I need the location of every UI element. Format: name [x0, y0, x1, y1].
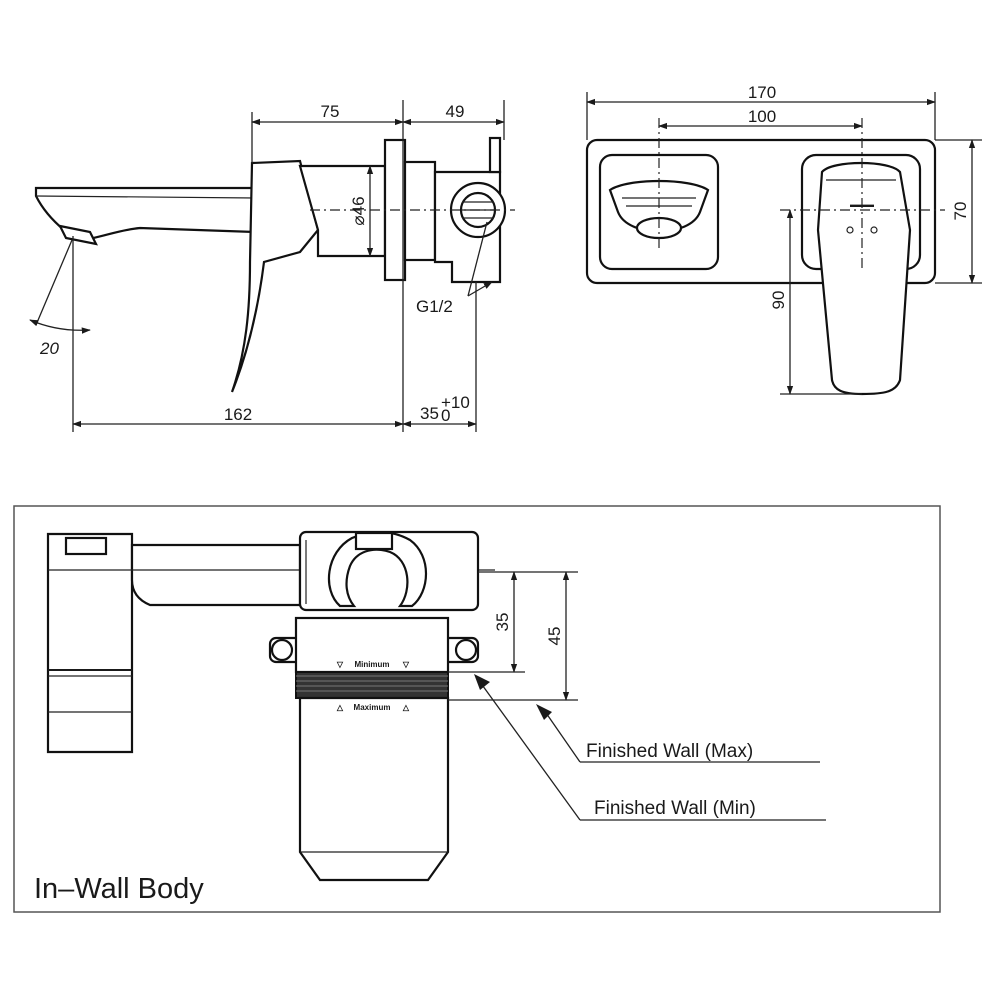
plaster-guard	[298, 696, 450, 882]
dim-spout-drop: 20	[39, 339, 59, 358]
dim-wall-depth: 35	[420, 404, 439, 423]
inlet-clamp	[327, 531, 428, 608]
dim-plate-height: 70	[951, 202, 970, 221]
lever-handle	[230, 159, 320, 393]
dim-wall-depth-tol-lower: 0	[441, 406, 450, 425]
dim-diameter: ⌀46	[349, 196, 368, 225]
dim-min: 35	[493, 613, 512, 632]
dim-max: 45	[545, 627, 564, 646]
marker-min: Minimum	[354, 660, 389, 669]
spout-aerator	[58, 224, 98, 246]
svg-text:▽: ▽	[336, 660, 344, 669]
dim-plate-width: 170	[748, 83, 776, 102]
dim-wall-depth-tol-upper: +10	[441, 393, 470, 412]
dim-thread: G1/2	[416, 297, 453, 316]
marker-max: Maximum	[354, 703, 391, 712]
dim-49: 49	[446, 102, 465, 121]
body-block	[294, 616, 450, 674]
svg-text:△: △	[336, 703, 344, 712]
connecting-pipe	[130, 543, 302, 607]
dim-handle-length: 90	[769, 291, 788, 310]
label-finished-wall-min: Finished Wall (Min)	[594, 798, 756, 819]
svg-text:△: △	[402, 703, 410, 712]
panel-border	[13, 505, 941, 913]
handle-lever	[816, 161, 912, 396]
body-cylinder	[298, 164, 387, 258]
outlet-block	[46, 532, 134, 754]
dim-75: 75	[321, 102, 340, 121]
panel-title: In–Wall Body	[34, 873, 204, 905]
dim-handle-spacing: 100	[748, 107, 776, 126]
dim-overall-length: 162	[224, 405, 252, 424]
in-wall-panel: Minimum ▽ ▽ Maximum △ △ 35 45 Finished W…	[13, 505, 941, 913]
label-finished-wall-max: Finished Wall (Max)	[586, 741, 753, 762]
svg-text:▽: ▽	[402, 660, 410, 669]
side-view: 75 49 ⌀46 G1/2 20 162 35 +10 0	[29, 100, 515, 432]
front-view: ▬▬▬ 170 100 70 90	[585, 83, 982, 396]
